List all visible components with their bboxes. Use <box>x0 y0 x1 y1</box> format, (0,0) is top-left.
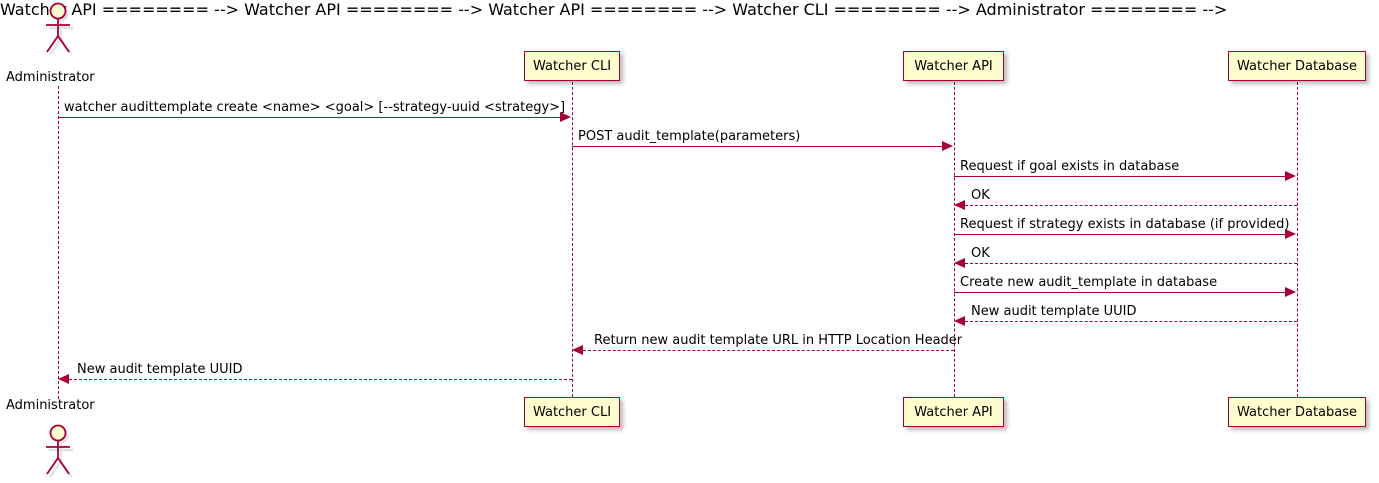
message-line-5 <box>954 234 1286 235</box>
message-label-8: New audit template UUID <box>971 304 1137 319</box>
message-arrowhead-8 <box>954 316 965 326</box>
message-arrowhead-3 <box>1285 171 1296 181</box>
message-line-3 <box>954 176 1286 177</box>
message-line-8 <box>965 321 1297 322</box>
participant-box-watcher-database-top[interactable]: Watcher Database <box>1228 51 1366 81</box>
participant-box-watcher-cli-bottom[interactable]: Watcher CLI <box>524 397 620 427</box>
message-label-6: OK <box>971 246 990 261</box>
participant-label-watcher-cli: Watcher CLI <box>532 58 612 74</box>
message-line-7 <box>954 292 1286 293</box>
participant-box-watcher-database-bottom[interactable]: Watcher Database <box>1228 397 1366 427</box>
message-line-1 <box>58 117 561 118</box>
lifeline-administrator <box>57 86 59 399</box>
lifeline-watcher-api <box>953 82 955 397</box>
message-label-3: Request if goal exists in database <box>960 159 1180 174</box>
message-line-4 <box>965 205 1297 206</box>
message-label-2: POST audit_template(parameters) <box>578 129 801 144</box>
message-line-2 <box>572 146 943 147</box>
lifeline-watcher-database <box>1296 82 1298 397</box>
participant-label-watcher-database: Watcher Database <box>1237 58 1357 74</box>
message-arrowhead-2 <box>942 141 953 151</box>
message-arrowhead-4 <box>954 200 965 210</box>
participant-box-watcher-api-bottom[interactable]: Watcher API <box>903 397 1004 427</box>
actor-label-administrator-bottom: Administrator <box>6 398 95 413</box>
message-label-7: Create new audit_template in database <box>960 275 1218 290</box>
message-arrowhead-6 <box>954 258 965 268</box>
message-arrowhead-10 <box>58 374 69 384</box>
participant-label-watcher-database: Watcher Database <box>1237 404 1357 420</box>
actor-administrator-bottom <box>38 424 78 478</box>
message-arrowhead-9 <box>572 345 583 355</box>
participant-box-watcher-cli-top[interactable]: Watcher CLI <box>524 51 620 81</box>
stick-figure-icon <box>46 424 73 478</box>
participant-label-watcher-cli: Watcher CLI <box>532 404 612 420</box>
message-label-1: watcher audittemplate create <name> <goa… <box>64 100 566 115</box>
message-label-4: OK <box>971 188 990 203</box>
message-arrowhead-1 <box>560 112 571 122</box>
message-label-5: Request if strategy exists in database (… <box>960 217 1290 232</box>
actor-label-administrator-top: Administrator <box>6 70 95 85</box>
message-label-9: Return new audit template URL in HTTP Lo… <box>594 333 963 348</box>
message-line-10 <box>69 379 572 380</box>
participant-box-watcher-api-top[interactable]: Watcher API <box>903 51 1004 81</box>
participant-label-watcher-api: Watcher API <box>914 404 993 420</box>
participant-label-watcher-api: Watcher API <box>914 58 993 74</box>
message-arrowhead-5 <box>1285 229 1296 239</box>
stick-figure-icon <box>46 2 73 56</box>
actor-administrator-top <box>38 2 78 56</box>
lifeline-watcher-cli <box>571 82 573 397</box>
message-line-6 <box>965 263 1297 264</box>
message-line-9 <box>583 350 954 351</box>
message-label-10: New audit template UUID <box>77 362 243 377</box>
message-arrowhead-7 <box>1285 287 1296 297</box>
